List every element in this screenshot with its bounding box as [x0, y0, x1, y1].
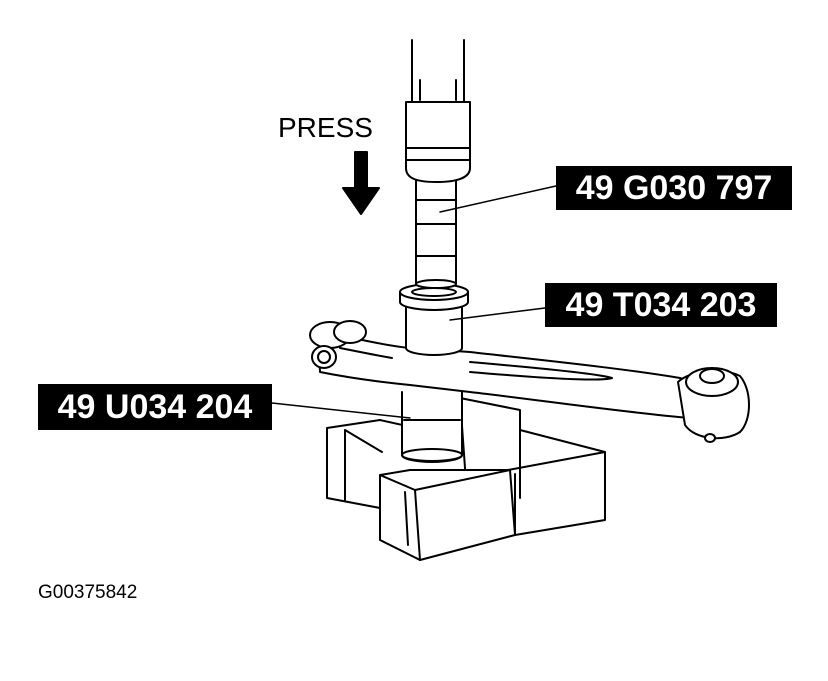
leader-line-bottom: [271, 402, 411, 419]
callout-tool-top: 49 G030 797: [556, 166, 792, 210]
support-block-front: [379, 469, 516, 561]
callout-tool-bottom: 49 U034 204: [38, 384, 272, 430]
press-ram: [405, 39, 471, 183]
tool-middle-ring: [399, 283, 469, 356]
tool-top-shaft: [415, 171, 457, 289]
leader-line-middle: [449, 307, 546, 321]
press-label: PRESS: [278, 112, 373, 143]
leader-line-top: [439, 185, 557, 213]
press-arrow: [342, 151, 380, 215]
tool-bottom-cup: [401, 391, 463, 463]
leader-lines: [271, 185, 557, 419]
callout-tool-middle: 49 T034 203: [545, 283, 777, 327]
figure-id: G00375842: [38, 582, 138, 603]
